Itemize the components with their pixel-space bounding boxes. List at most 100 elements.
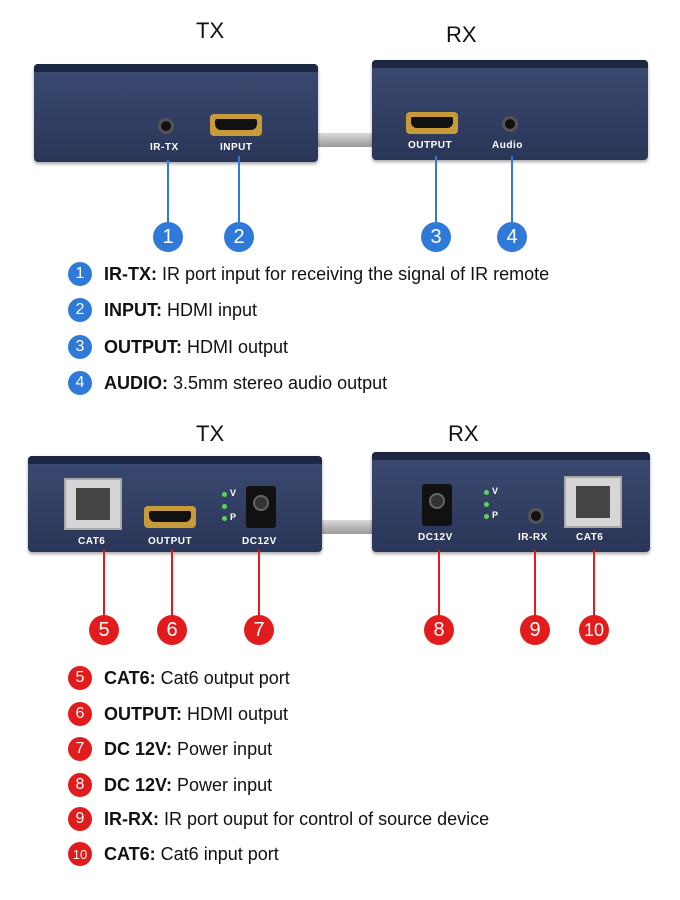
connector-rail — [312, 133, 376, 147]
callout-line-10 — [593, 550, 595, 616]
legend-number: 7 — [68, 737, 92, 761]
legend-item: 3 OUTPUT: HDMI output — [68, 334, 288, 360]
legend-term: AUDIO: — [104, 372, 168, 393]
dc12v-port-label: DC12V — [242, 536, 277, 547]
audio-port-label: Audio — [492, 140, 523, 151]
callout-badge-9: 9 — [520, 615, 550, 645]
callout-badge-10: 10 — [579, 615, 609, 645]
callout-badge-6: 6 — [157, 615, 187, 645]
rj45-cat6-port-icon — [64, 478, 122, 530]
output-port-label: OUTPUT — [148, 536, 193, 547]
ir-rx-jack-icon — [528, 508, 544, 524]
callout-badge-3: 3 — [421, 222, 451, 252]
legend-description: HDMI output — [187, 703, 289, 724]
callout-line-2 — [238, 156, 240, 222]
device-top-edge — [34, 64, 318, 72]
callout-line-6 — [171, 550, 173, 616]
legend-item: 10 CAT6: Cat6 input port — [68, 841, 279, 867]
legend-description: Cat6 input port — [160, 843, 279, 864]
legend-description: IR port input for receiving the signal o… — [162, 263, 550, 284]
legend-item: 5 CAT6: Cat6 output port — [68, 665, 290, 691]
tx-device-bottom: CAT6 OUTPUT V P DC12V — [28, 456, 322, 552]
cat6-port-label: CAT6 — [576, 532, 604, 543]
callout-line-7 — [258, 550, 260, 616]
dc-power-jack-icon — [246, 486, 276, 528]
top-rx-title: RX — [446, 22, 477, 47]
led-label-v: V — [492, 486, 499, 496]
dc-power-jack-icon — [422, 484, 452, 526]
led-icon — [484, 490, 489, 495]
led-label-p: P — [492, 510, 499, 520]
hdmi-output-port-icon — [406, 112, 458, 134]
device-top-edge — [372, 60, 648, 68]
rx-device-top: OUTPUT Audio — [372, 60, 648, 160]
device-top-edge — [372, 452, 650, 460]
hdmi-input-port-icon — [210, 114, 262, 136]
callout-badge-1: 1 — [153, 222, 183, 252]
legend-item: 7 DC 12V: Power input — [68, 736, 272, 762]
led-icon — [222, 504, 227, 509]
ir-rx-port-label: IR-RX — [518, 532, 548, 543]
ir-tx-jack-icon — [158, 118, 174, 134]
legend-item: 2 INPUT: HDMI input — [68, 297, 257, 323]
legend-term: IR-TX: — [104, 263, 157, 284]
legend-number: 10 — [68, 842, 92, 866]
audio-jack-icon — [502, 116, 518, 132]
device-top-edge — [28, 456, 322, 464]
led-icon — [484, 514, 489, 519]
led-label-p: P — [230, 512, 237, 522]
led-icon — [484, 502, 489, 507]
callout-badge-2: 2 — [224, 222, 254, 252]
legend-term: OUTPUT: — [104, 336, 182, 357]
legend-item: 8 DC 12V: Power input — [68, 772, 272, 798]
legend-term: OUTPUT: — [104, 703, 182, 724]
led-label-v: V — [230, 488, 237, 498]
legend-number: 5 — [68, 666, 92, 690]
legend-number: 9 — [68, 807, 92, 831]
callout-line-4 — [511, 156, 513, 222]
legend-number: 6 — [68, 702, 92, 726]
legend-description: HDMI output — [187, 336, 289, 357]
cat6-port-label: CAT6 — [78, 536, 106, 547]
callout-badge-7: 7 — [244, 615, 274, 645]
dc12v-port-label: DC12V — [418, 532, 453, 543]
output-port-label: OUTPUT — [408, 140, 453, 151]
legend-term: DC 12V: — [104, 738, 173, 759]
callout-line-8 — [438, 550, 440, 616]
legend-number: 3 — [68, 335, 92, 359]
legend-number: 8 — [68, 773, 92, 797]
legend-number: 4 — [68, 371, 92, 395]
legend-term: DC 12V: — [104, 774, 173, 795]
legend-item: 1 IR-TX: IR port input for receiving the… — [68, 261, 549, 287]
legend-description: Cat6 output port — [160, 667, 290, 688]
legend-number: 1 — [68, 262, 92, 286]
callout-line-9 — [534, 550, 536, 616]
callout-line-3 — [435, 156, 437, 222]
legend-description: Power input — [177, 738, 273, 759]
legend-term: INPUT: — [104, 299, 162, 320]
callout-badge-4: 4 — [497, 222, 527, 252]
hdmi-output-port-icon — [144, 506, 196, 528]
legend-item: 6 OUTPUT: HDMI output — [68, 701, 288, 727]
bottom-rx-title: RX — [448, 421, 479, 446]
callout-line-1 — [167, 160, 169, 222]
legend-description: Power input — [177, 774, 273, 795]
led-icon — [222, 492, 227, 497]
legend-term: CAT6: — [104, 843, 156, 864]
bottom-tx-title: TX — [196, 421, 225, 446]
callout-line-5 — [103, 550, 105, 616]
callout-badge-5: 5 — [89, 615, 119, 645]
input-port-label: INPUT — [220, 142, 253, 153]
rj45-cat6-port-icon — [564, 476, 622, 528]
tx-device-top: IR-TX INPUT — [34, 64, 318, 162]
legend-term: CAT6: — [104, 667, 156, 688]
top-tx-title: TX — [196, 18, 225, 43]
rx-device-bottom: DC12V V P IR-RX CAT6 — [372, 452, 650, 552]
legend-item: 9 IR-RX: IR port ouput for control of so… — [68, 806, 489, 832]
ir-tx-port-label: IR-TX — [150, 142, 179, 153]
callout-badge-8: 8 — [424, 615, 454, 645]
legend-description: IR port ouput for control of source devi… — [164, 808, 490, 829]
legend-number: 2 — [68, 298, 92, 322]
connector-rail — [316, 520, 376, 534]
legend-item: 4 AUDIO: 3.5mm stereo audio output — [68, 370, 387, 396]
